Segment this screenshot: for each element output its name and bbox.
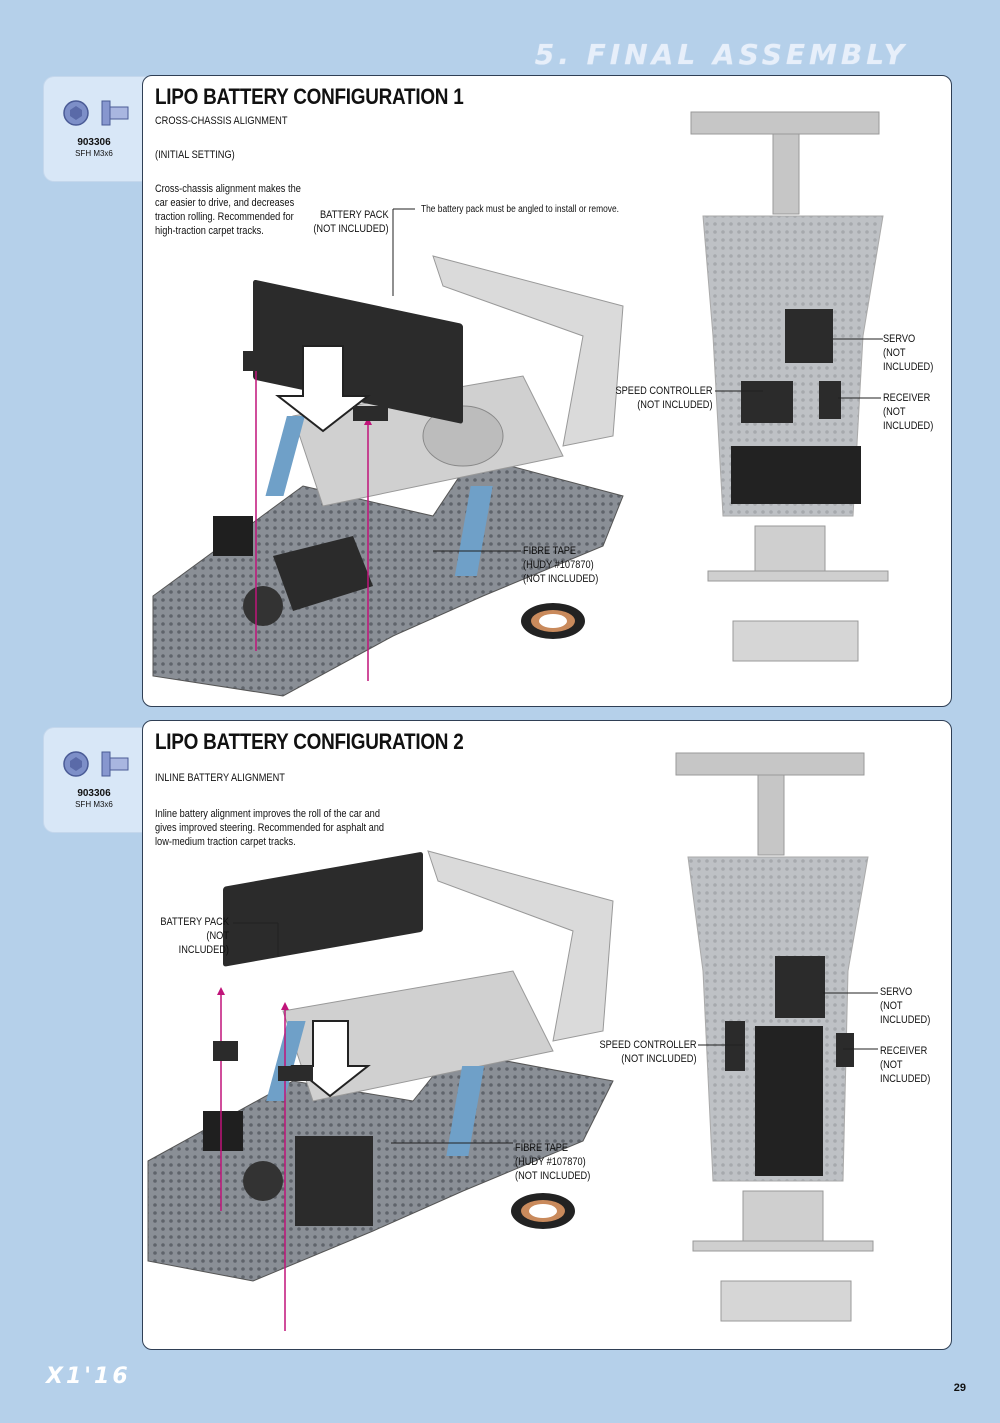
servo-label: SERVO(NOT INCLUDED) <box>880 986 931 1026</box>
speed-controller-label: SPEED CONTROLLER(NOT INCLUDED) <box>615 385 713 411</box>
svg-text:X1'16: X1'16 <box>44 1364 131 1388</box>
description: Inline battery alignment improves the ro… <box>155 808 385 848</box>
panel-title: LIPO BATTERY CONFIGURATION 2 <box>155 729 464 754</box>
screw-icon <box>63 751 129 777</box>
assembly-illustration-2 <box>147 752 878 1331</box>
receiver-label: RECEIVER(NOT INCLUDED) <box>880 1045 931 1085</box>
config-panel-1: LIPO BATTERY CONFIGURATION 1 CROSS-CHASS… <box>142 75 952 707</box>
receiver-label: RECEIVER(NOT INCLUDED) <box>883 392 934 432</box>
panel-subtitle: CROSS-CHASSIS ALIGNMENT <box>155 115 288 127</box>
part-desc: SFH M3x6 <box>75 149 113 158</box>
speed-controller-label: SPEED CONTROLLER(NOT INCLUDED) <box>599 1039 697 1065</box>
panel-title: LIPO BATTERY CONFIGURATION 1 <box>155 84 464 109</box>
fibre-tape-label: FIBRE TAPE(HUDY #107870)(NOT INCLUDED) <box>515 1142 591 1182</box>
product-logo: X1'16 <box>44 1364 194 1393</box>
part-desc: SFH M3x6 <box>75 800 113 809</box>
battery-pack-label: BATTERY PACK(NOT INCLUDED) <box>313 209 389 235</box>
panel-subtitle: INLINE BATTERY ALIGNMENT <box>155 772 285 784</box>
angle-note: The battery pack must be angled to insta… <box>421 204 619 215</box>
part-code: 903306 <box>77 137 111 148</box>
section-title: 5. FINAL ASSEMBLY <box>534 38 908 71</box>
servo-label: SERVO(NOT INCLUDED) <box>883 333 934 373</box>
part-code: 903306 <box>77 788 111 799</box>
initial-setting-note: (INITIAL SETTING) <box>155 149 235 161</box>
battery-pack-label: BATTERY PACK(NOT INCLUDED) <box>160 916 229 956</box>
logo-mark: X1'16 <box>44 1364 131 1389</box>
page-number: 29 <box>953 1382 966 1394</box>
screw-icon <box>63 100 129 126</box>
assembly-illustration-1 <box>152 111 889 697</box>
config-panel-2: LIPO BATTERY CONFIGURATION 2 INLINE BATT… <box>142 720 952 1350</box>
fibre-tape-label: FIBRE TAPE(HUDY #107870)(NOT INCLUDED) <box>523 545 599 585</box>
